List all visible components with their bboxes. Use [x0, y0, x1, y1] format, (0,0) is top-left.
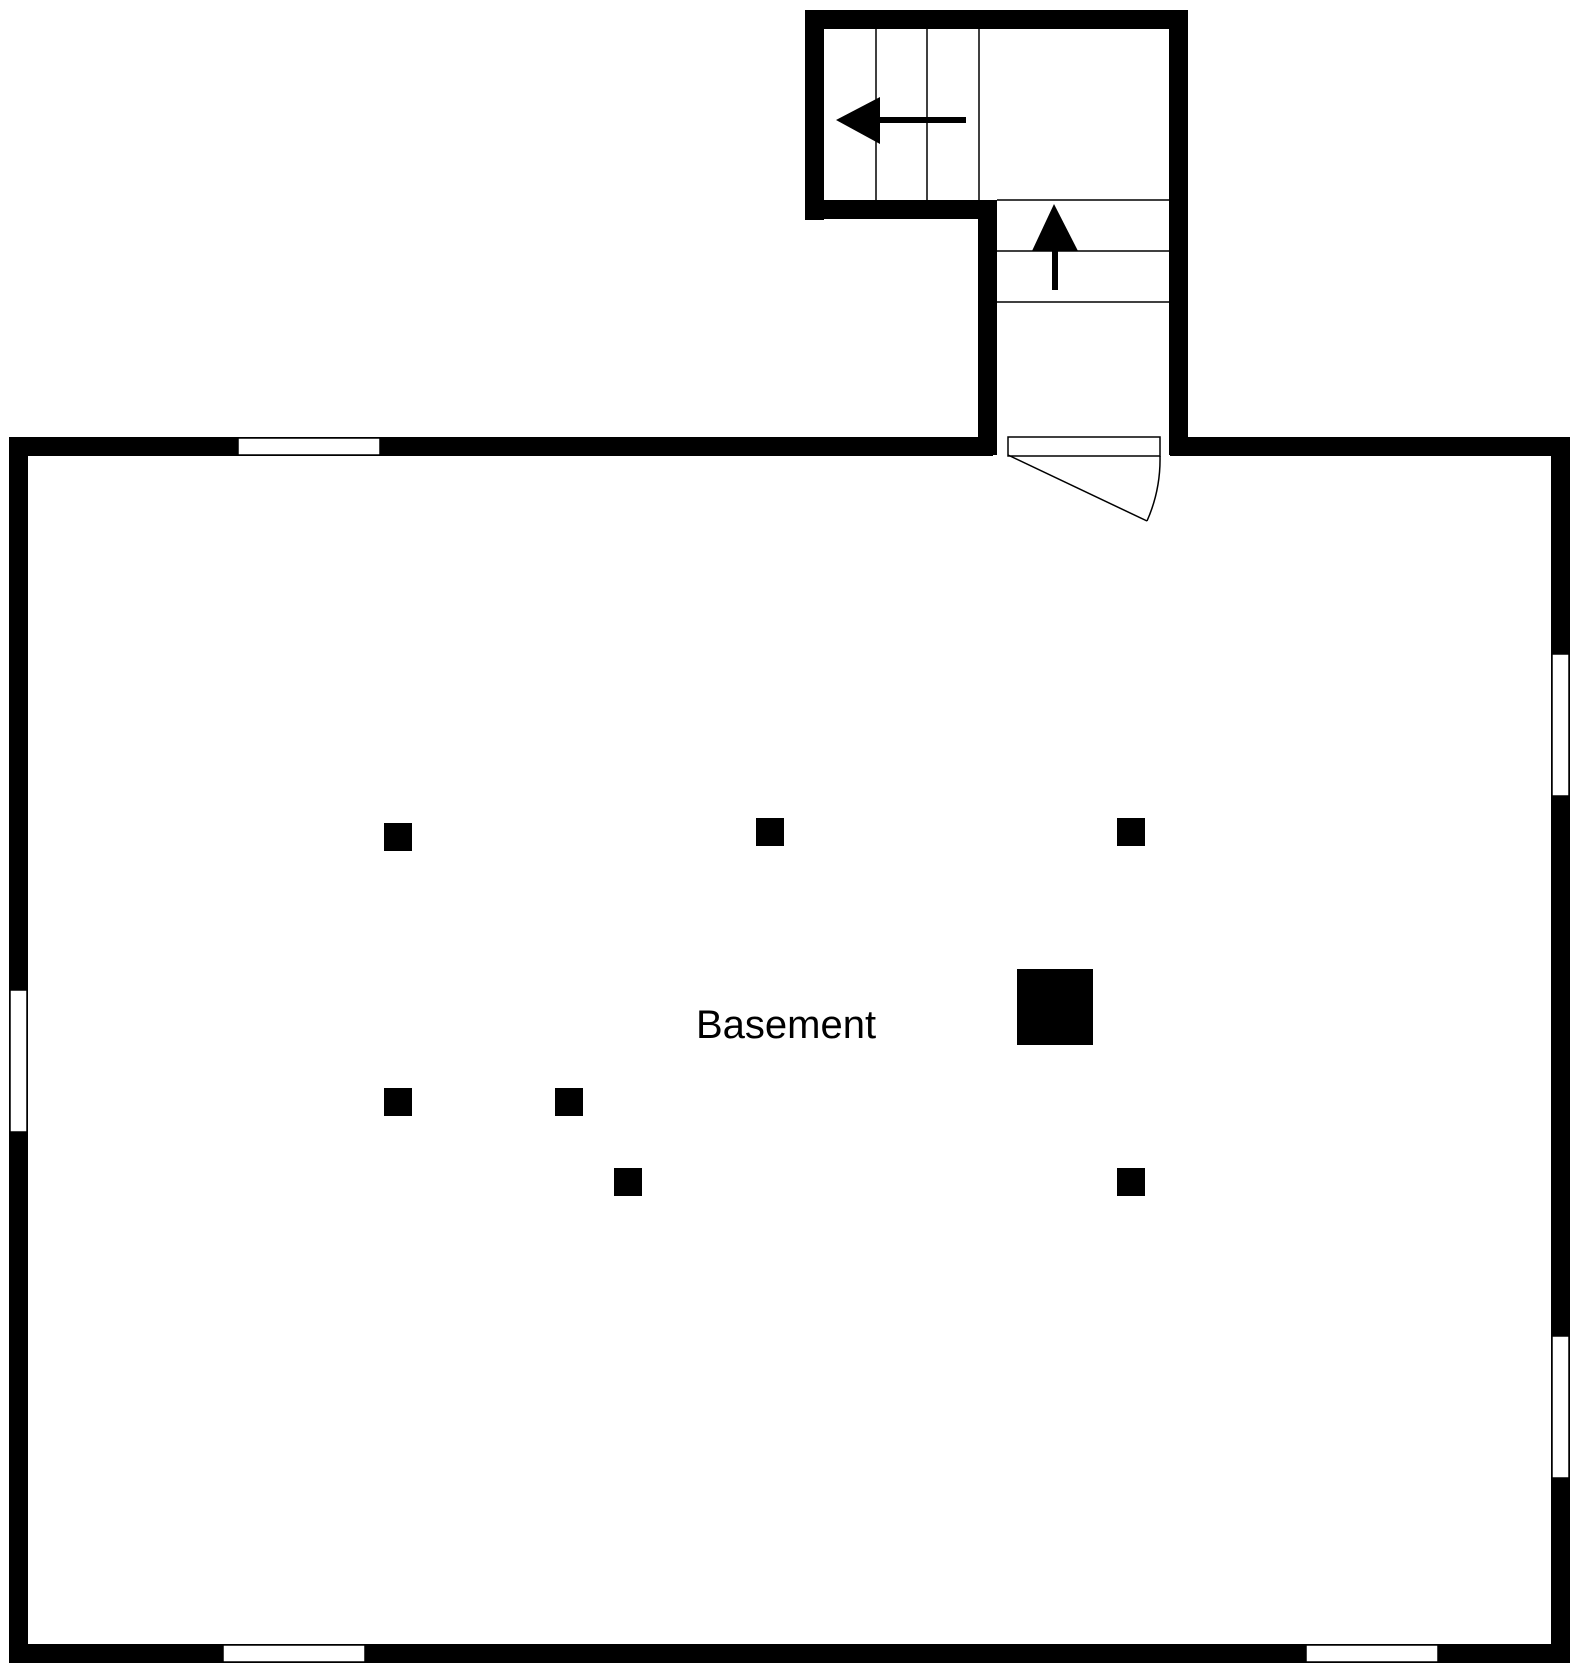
south-wall: [9, 1644, 1570, 1663]
window-south-west: [222, 1644, 366, 1663]
columns: [384, 818, 1145, 1196]
north-wall-east: [1170, 437, 1570, 456]
room-label-basement: Basement: [696, 1003, 876, 1047]
stair-left-wall: [805, 10, 824, 220]
arrow-shaft-up: [1052, 249, 1058, 290]
chimney-block: [1017, 969, 1093, 1045]
east-wall: [1551, 437, 1570, 1663]
stair-landing-bottom-wall: [805, 200, 980, 219]
column: [614, 1168, 642, 1196]
window-west: [9, 989, 28, 1133]
arrow-shaft-left: [878, 117, 966, 123]
column: [384, 823, 412, 851]
window-south-east: [1305, 1644, 1439, 1663]
column: [1117, 818, 1145, 846]
column: [1117, 1168, 1145, 1196]
stair-right-wall: [1169, 10, 1188, 455]
stair-inner-wall: [978, 200, 997, 455]
column: [756, 818, 784, 846]
arrow-head-left: [836, 97, 880, 144]
stair-arrow-left-icon: [836, 97, 966, 144]
stair-arrow-up-icon: [1032, 204, 1078, 290]
column: [555, 1088, 583, 1116]
basement-walls: [9, 437, 1570, 1663]
windows: [9, 437, 1570, 1663]
door-leaf: [1007, 454, 1148, 522]
window-north: [237, 437, 381, 456]
door-swing-icon: [1007, 454, 1161, 522]
stairwell-walls: [805, 10, 1188, 455]
door-opening: [1007, 436, 1161, 457]
window-east-lower: [1551, 1335, 1570, 1479]
arrow-head-up: [1032, 204, 1078, 251]
doorway: [1007, 436, 1161, 522]
north-wall: [9, 437, 993, 456]
window-east-upper: [1551, 653, 1570, 797]
column: [384, 1088, 412, 1116]
door-arc: [1146, 455, 1161, 522]
stair-treads: [875, 29, 1169, 303]
stair-top-wall: [805, 10, 1188, 29]
